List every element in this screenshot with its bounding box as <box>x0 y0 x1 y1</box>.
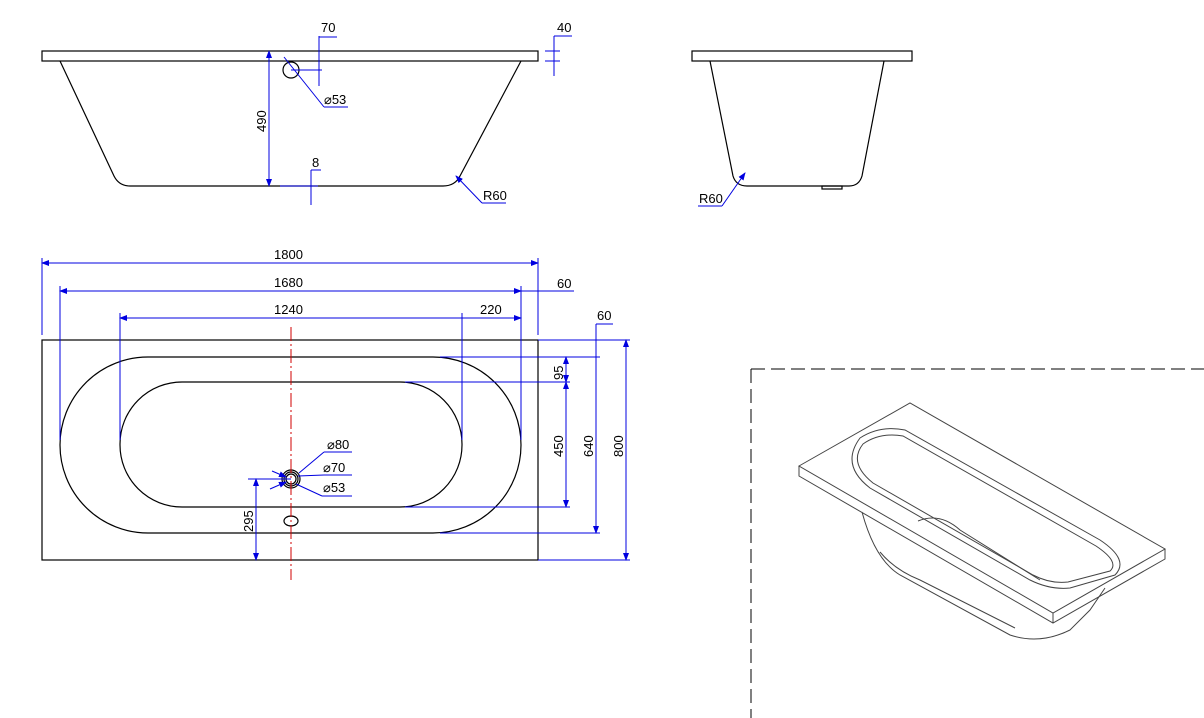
dim-490: 490 <box>254 110 269 132</box>
dim-450: 450 <box>551 435 566 457</box>
dim-d80: ⌀80 <box>327 437 349 452</box>
dim-295: 295 <box>241 510 256 532</box>
dim-d53-top: ⌀53 <box>323 480 345 495</box>
dim-800: 800 <box>611 435 626 457</box>
dim-1680: 1680 <box>274 275 303 290</box>
dim-220: 220 <box>480 302 502 317</box>
dim-r60-side: R60 <box>699 191 723 206</box>
dim-70: 70 <box>321 20 335 35</box>
dim-d53: ⌀53 <box>324 92 346 107</box>
top-view: 1800 1680 60 1240 220 95 450 60 640 800 … <box>41 247 630 580</box>
dim-40: 40 <box>557 20 571 35</box>
dim-640: 640 <box>581 435 596 457</box>
dim-1800: 1800 <box>274 247 303 262</box>
dim-r60-front: R60 <box>483 188 507 203</box>
dim-60-horizontal: 60 <box>557 276 571 291</box>
isometric-view <box>750 368 1204 718</box>
dim-1240: 1240 <box>274 302 303 317</box>
dim-95: 95 <box>551 366 566 380</box>
dim-60-vertical: 60 <box>597 308 611 323</box>
dim-8: 8 <box>312 155 319 170</box>
front-view: 490 70 ⌀53 40 8 R60 <box>41 20 572 205</box>
side-view: R60 <box>691 50 913 207</box>
dim-d70: ⌀70 <box>323 460 345 475</box>
